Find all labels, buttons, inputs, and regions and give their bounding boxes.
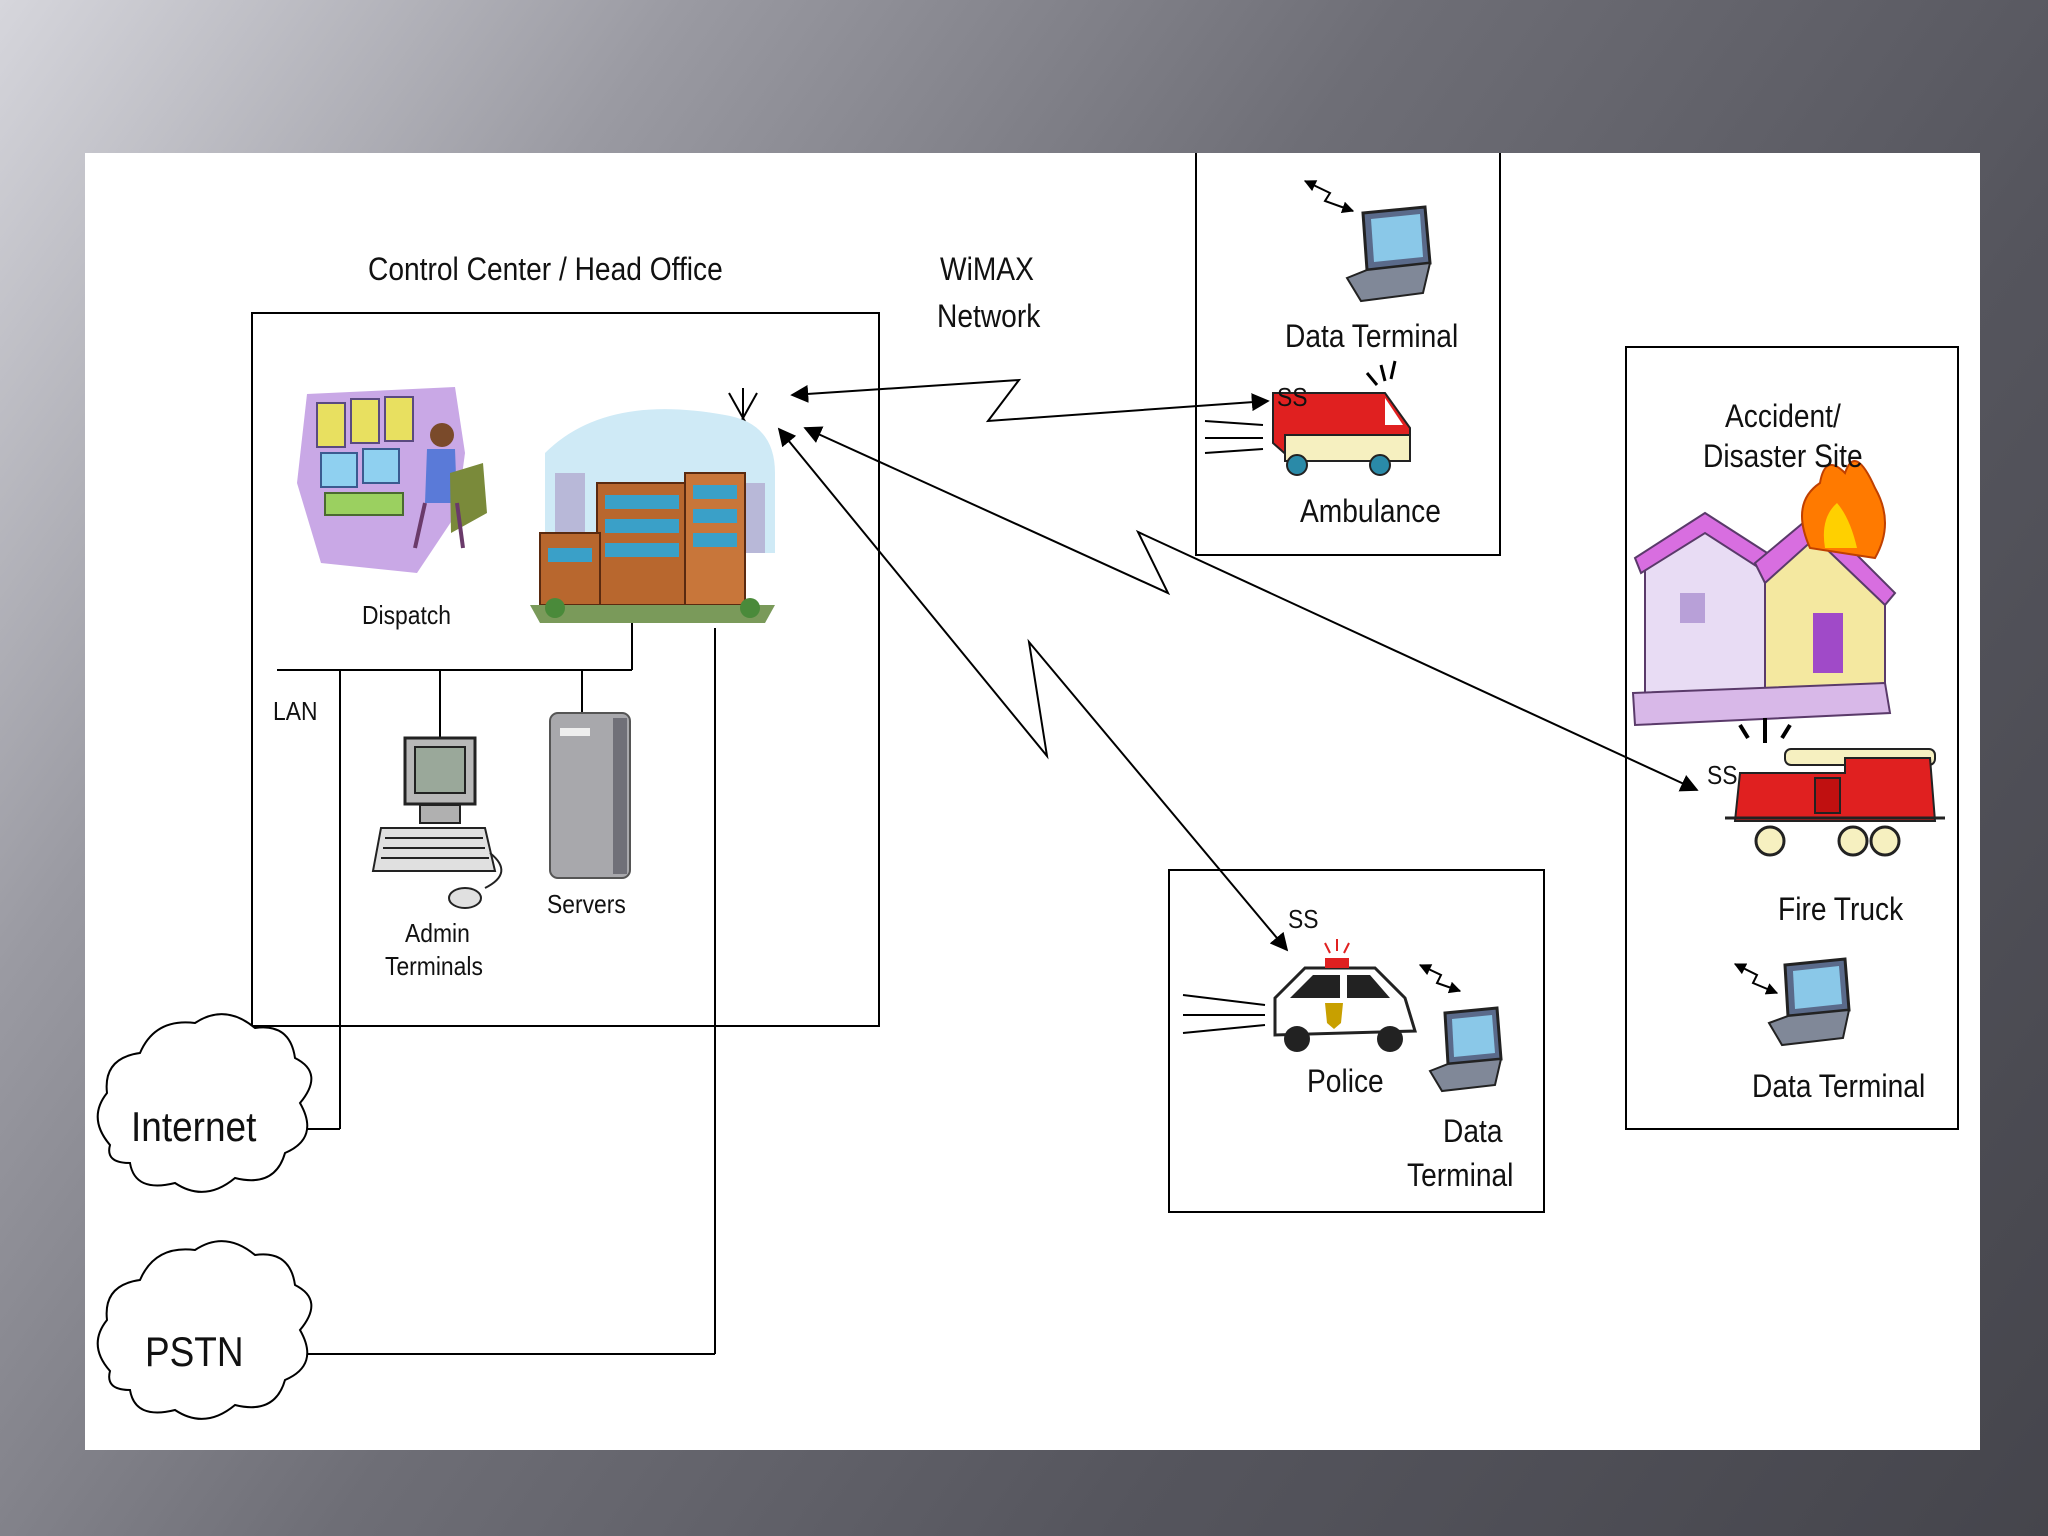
accident-site-title-line2: Disaster Site [1703, 438, 1863, 474]
police-ss-label: SS [1288, 904, 1319, 934]
office-building-icon [530, 409, 775, 623]
link-police [777, 427, 1289, 952]
network-label-line1: WiMAX [940, 251, 1034, 287]
police-label: Police [1307, 1063, 1384, 1099]
wireless-arrow-icon [1418, 964, 1462, 994]
burning-house-icon [1631, 460, 1897, 727]
fire-truck-label: Fire Truck [1778, 891, 1904, 927]
ambulance-label: Ambulance [1300, 493, 1441, 529]
police-car-icon [1182, 939, 1418, 1052]
control-center-title: Control Center / Head Office [368, 251, 723, 287]
ambulance-ss-label: SS [1277, 382, 1308, 412]
wireless-arrow-icon [1733, 963, 1779, 995]
lan-lines [277, 613, 716, 1355]
dispatcher-icon [297, 387, 487, 573]
pstn-cloud-label: PSTN [145, 1328, 244, 1375]
laptop-icon [1345, 205, 1432, 303]
police-data-terminal-line2: Terminal [1407, 1157, 1514, 1193]
fire-truck-ss-label: SS [1707, 760, 1738, 790]
ambulance-icon [1204, 360, 1411, 476]
server-icon [549, 712, 631, 879]
accident-site-title-line1: Accident/ [1725, 398, 1841, 434]
laptop-icon [1428, 1006, 1503, 1093]
fire-truck-icon [1725, 718, 1945, 857]
internet-cloud-label: Internet [131, 1103, 257, 1150]
link-fire-truck [803, 426, 1699, 792]
diagram-canvas: Control Center / Head Office Dispatch LA… [85, 153, 1980, 1450]
computer-icon [371, 736, 503, 909]
dispatch-label: Dispatch [362, 600, 452, 630]
admin-label-line2: Terminals [385, 951, 483, 981]
police-box [1168, 869, 1545, 1213]
police-data-terminal-line1: Data [1443, 1113, 1503, 1149]
link-ambulance [790, 378, 1270, 423]
cloud-icon [96, 1013, 313, 1193]
servers-label: Servers [547, 889, 626, 919]
laptop-icon [1767, 957, 1851, 1047]
cloud-icon [96, 1240, 313, 1420]
wireless-arrow-icon [1303, 180, 1355, 214]
ambulance-data-terminal-label: Data Terminal [1285, 318, 1459, 354]
lan-label: LAN [273, 696, 318, 726]
network-label-line2: Network [937, 298, 1041, 334]
network-diagram [96, 153, 1959, 1420]
accident-data-terminal-label: Data Terminal [1752, 1068, 1926, 1104]
admin-label-line1: Admin [405, 918, 470, 948]
